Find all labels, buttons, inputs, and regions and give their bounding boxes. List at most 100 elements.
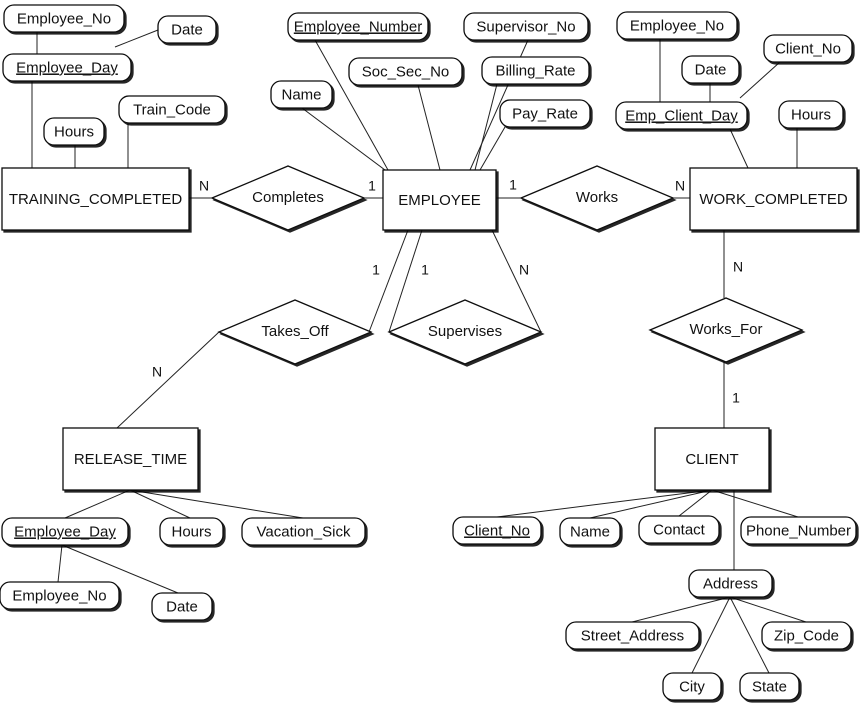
connector-line bbox=[711, 489, 799, 518]
attribute-label: Name bbox=[281, 86, 321, 103]
cardinality-label: N bbox=[519, 262, 529, 278]
attribute-rt-hours: Hours bbox=[159, 517, 224, 546]
attribute-tc-hours: Hours bbox=[43, 117, 105, 146]
relationship-works: Works bbox=[519, 165, 675, 231]
attribute-label: Contact bbox=[653, 521, 706, 538]
entity-label: CLIENT bbox=[685, 451, 738, 468]
attribute-cl-state: State bbox=[739, 672, 800, 701]
attribute-cl-city: City bbox=[662, 672, 722, 701]
entity-label: EMPLOYEE bbox=[398, 192, 481, 209]
connector-line bbox=[729, 596, 770, 674]
connector-line bbox=[61, 544, 179, 594]
connector-line bbox=[368, 229, 409, 333]
attribute-label: Name bbox=[570, 523, 610, 540]
connector-line bbox=[589, 489, 713, 519]
attribute-label: Hours bbox=[171, 523, 211, 540]
attribute-label: City bbox=[679, 678, 705, 695]
attribute-label: Phone_Number bbox=[746, 522, 851, 539]
connector-line bbox=[496, 489, 713, 518]
attribute-label: Date bbox=[166, 598, 198, 615]
cardinality-label: 1 bbox=[421, 262, 429, 278]
attribute-label: Hours bbox=[54, 123, 94, 140]
cardinality-label: 1 bbox=[372, 262, 380, 278]
connector-line bbox=[417, 84, 441, 171]
entity-training-completed: TRAINING_COMPLETED bbox=[1, 167, 190, 231]
connector-line bbox=[491, 229, 542, 333]
cardinality-label: N bbox=[152, 364, 162, 380]
attribute-wc-date: Date bbox=[681, 55, 740, 84]
relationship-label: Takes_Off bbox=[261, 323, 329, 340]
attribute-cl-name: Name bbox=[559, 517, 621, 546]
relationship-completes: Completes bbox=[210, 165, 366, 231]
diagram-nodes: TRAINING_COMPLETED EMPLOYEE WORK_COMPLETED… bbox=[0, 4, 858, 701]
attribute-label: Client_No bbox=[775, 40, 841, 57]
attribute-rt-employee-day: Employee_Day bbox=[1, 517, 129, 546]
entity-work-completed: WORK_COMPLETED bbox=[689, 167, 858, 231]
cardinality-label: 1 bbox=[368, 178, 376, 194]
attribute-emp-name: Name bbox=[270, 80, 333, 109]
entity-employee: EMPLOYEE bbox=[382, 169, 497, 231]
connector-line bbox=[739, 61, 781, 99]
attribute-rt-date: Date bbox=[151, 592, 213, 621]
attribute-cl-zip-code: Zip_Code bbox=[761, 621, 852, 650]
attribute-label: Pay_Rate bbox=[512, 105, 578, 122]
relationship-works-for: Works_For bbox=[648, 297, 804, 363]
connector-line bbox=[116, 331, 220, 429]
entity-release-time: RELEASE_TIME bbox=[62, 427, 199, 491]
attribute-label: Supervisor_No bbox=[476, 18, 575, 35]
attribute-tc-employee-no: Employee_No bbox=[3, 4, 125, 33]
attribute-wc-hours: Hours bbox=[778, 100, 844, 129]
connector-line bbox=[474, 83, 498, 171]
attribute-cl-street-address: Street_Address bbox=[565, 621, 700, 650]
cardinality-label: 1 bbox=[509, 177, 517, 193]
relationship-takes-off: Takes_Off bbox=[217, 299, 373, 365]
attribute-label: State bbox=[752, 678, 787, 695]
attribute-label: Employee_No bbox=[12, 587, 106, 604]
attribute-label: Address bbox=[703, 575, 758, 592]
attribute-cl-contact: Contact bbox=[638, 515, 720, 544]
entity-client: CLIENT bbox=[654, 427, 770, 491]
attribute-label: Employee_Number bbox=[294, 18, 422, 35]
cardinality-label: N bbox=[199, 178, 209, 194]
attribute-label: Date bbox=[695, 61, 727, 78]
attribute-cl-address: Address bbox=[688, 569, 773, 598]
connector-line bbox=[691, 596, 731, 674]
attribute-label: Employee_No bbox=[17, 10, 111, 27]
cardinality-label: N bbox=[675, 178, 685, 194]
attribute-cl-client-no: Client_No bbox=[452, 516, 542, 545]
attribute-emp-billing-rate: Billing_Rate bbox=[481, 56, 590, 85]
attribute-emp-number: Employee_Number bbox=[287, 12, 429, 41]
attribute-rt-vacation-sick: Vacation_Sick bbox=[241, 517, 366, 546]
connector-line bbox=[64, 489, 131, 519]
connector-line bbox=[129, 489, 304, 519]
connector-line bbox=[129, 489, 191, 519]
attribute-label: Employee_No bbox=[630, 17, 724, 34]
attribute-label: Vacation_Sick bbox=[257, 523, 351, 540]
attribute-tc-train-code: Train_Code bbox=[118, 95, 226, 124]
attribute-emp-pay-rate: Pay_Rate bbox=[499, 99, 591, 128]
attribute-label: Soc_Sec_No bbox=[362, 63, 450, 80]
attribute-label: Billing_Rate bbox=[495, 62, 575, 79]
attribute-label: Street_Address bbox=[581, 627, 684, 644]
attribute-label: Train_Code bbox=[133, 101, 211, 118]
relationship-label: Works_For bbox=[689, 321, 762, 338]
attribute-tc-employee-day: Employee_Day bbox=[2, 53, 132, 82]
connector-line bbox=[301, 107, 386, 171]
cardinality-label: N bbox=[733, 259, 743, 275]
relationship-supervises: Supervises bbox=[387, 299, 543, 365]
attribute-cl-phone-number: Phone_Number bbox=[740, 516, 857, 545]
relationship-label: Supervises bbox=[428, 323, 502, 340]
connector-line bbox=[57, 544, 63, 583]
connector-line bbox=[678, 489, 713, 517]
relationship-label: Completes bbox=[252, 189, 324, 206]
attribute-wc-employee-no: Employee_No bbox=[616, 11, 738, 40]
attribute-emp-soc-sec-no: Soc_Sec_No bbox=[348, 57, 463, 86]
connector-line bbox=[479, 126, 506, 171]
connector-line bbox=[729, 596, 807, 623]
connector-line bbox=[314, 39, 389, 171]
entity-label: WORK_COMPLETED bbox=[699, 191, 848, 208]
attribute-label: Client_No bbox=[464, 522, 530, 539]
cardinality-label: 1 bbox=[732, 390, 740, 406]
